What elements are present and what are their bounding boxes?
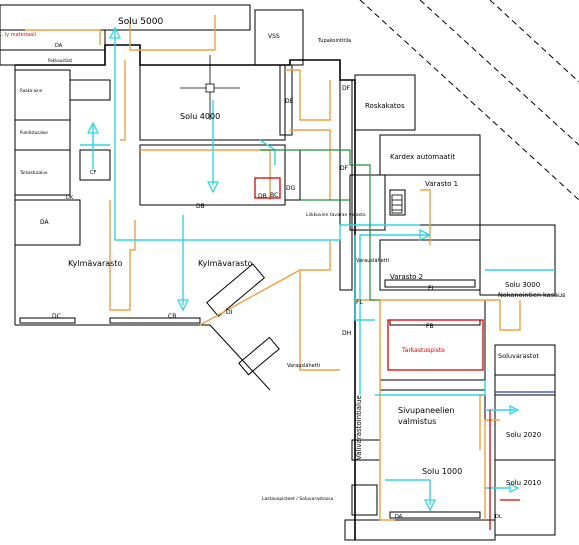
product-flow-lines — [80, 30, 555, 505]
code-db: DB — [196, 203, 205, 210]
label-kylmavarasto-1: Kylmävarasto — [68, 259, 122, 268]
area-labels: Solu 5000 VSS Tupakointitila Solu 4000 R… — [0, 17, 566, 502]
code-dh: DH — [342, 330, 351, 337]
label-valmistus: valmistus — [398, 417, 436, 426]
label-kardex: Kardex automaatit — [390, 153, 455, 161]
label-nokanointi: Nokanointien kasaus — [498, 291, 566, 299]
label-top-left-red: ...ly materiaali — [0, 32, 36, 38]
code-de: DE — [285, 98, 294, 105]
label-tarkastuspiste: Tarkastuspiste — [401, 347, 445, 354]
label-small-3: Tarkastusalue — [19, 170, 48, 175]
material-flow-lines — [25, 15, 521, 521]
label-solu-1000: Solu 1000 — [422, 467, 462, 476]
label-varauslahetti-mid: Varauslähetti — [356, 258, 389, 264]
label-solu-2020: Solu 2020 — [506, 431, 541, 439]
code-da3: DA — [395, 514, 403, 520]
label-solu-2010: Solu 2010 — [506, 479, 541, 487]
code-fb: FB — [426, 323, 434, 330]
label-soluvarastot: Soluvarastot — [498, 352, 539, 360]
code-di: DI — [226, 309, 233, 316]
code-da2: DA — [55, 43, 63, 49]
label-solu-3000: Solu 3000 — [505, 281, 540, 289]
label-solu-4000: Solu 4000 — [180, 112, 220, 121]
label-solu-5000: Solu 5000 — [118, 17, 163, 27]
code-bc: BC — [270, 192, 278, 199]
label-tupakointitila: Tupakointitila — [317, 38, 351, 44]
code-db2: DB — [258, 193, 267, 200]
label-small-1: Raaka-aine — [20, 88, 43, 93]
rack-codes: DA DB DB DC CB DE DF DF DG BC DI FL DH F… — [40, 43, 502, 520]
code-df2: DF — [340, 165, 349, 172]
inspection-area — [254, 177, 520, 530]
code-cf: CF — [90, 170, 96, 176]
code-cb: CB — [168, 313, 176, 320]
label-valivarastointialue: Välivarastointialue — [355, 395, 363, 460]
code-fl: FL — [356, 299, 363, 306]
flow-arrows — [86, 26, 520, 512]
diagonal-dashed-lines — [359, 0, 579, 201]
code-dc: DC — [52, 313, 61, 320]
label-varauslahetti-low: Varauslähetti — [287, 363, 320, 369]
label-varasto-2: Varasto 2 — [390, 273, 423, 281]
code-fi: FI — [428, 285, 433, 292]
code-dl: DL — [495, 514, 502, 520]
label-sivupaneelien: Sivupaneelien — [398, 406, 454, 415]
label-vss: VSS — [268, 33, 280, 40]
label-kylmavarasto-2: Kylmävarasto — [198, 259, 252, 268]
code-dk: DK — [66, 195, 74, 201]
label-lastaus: Lastauspisteet / Soluvarastossa — [262, 496, 334, 502]
label-liikkuvien: Liikkuvien tavaran varasto — [306, 212, 366, 218]
label-pakkaus: Pakkaustilat — [48, 58, 73, 63]
code-df: DF — [342, 85, 351, 92]
code-da: DA — [40, 219, 50, 226]
stair-symbol — [391, 194, 403, 214]
code-dg: DG — [286, 185, 296, 192]
label-varasto-1: Varasto 1 — [425, 180, 458, 188]
crosshair-mark — [180, 55, 240, 120]
label-small-2: Puhdistusalue — [20, 130, 48, 135]
conveyor-line — [260, 149, 380, 301]
label-roskakatos: Roskakatos — [365, 102, 405, 110]
building-walls — [0, 4, 556, 541]
